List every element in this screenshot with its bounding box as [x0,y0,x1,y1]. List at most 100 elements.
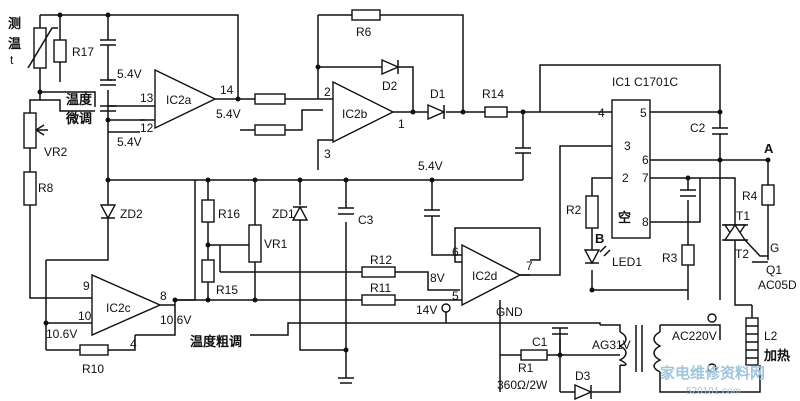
ic2b-label: IC2b [342,107,368,121]
heating-label: 加热 [763,348,790,364]
ic2b-pin2: 2 [324,85,331,99]
sensor-label-2: 温 [8,37,21,52]
c1-label: C1 [532,335,548,349]
fine-adjust-label-2: 微调 [65,111,92,127]
capacitor-ic2a-top [100,39,116,86]
r10-label: R10 [82,362,104,376]
ic2a-pin14: 14 [220,83,234,97]
diode-d1: D1 [427,87,446,121]
capacitor-5v4 [424,209,440,222]
ac05d-label: AC05D [758,278,797,292]
ic1-pin6: 6 [642,153,649,167]
resistor-r15: R15 [201,259,238,297]
potentiometer-vr1: VR1 [248,224,288,263]
c2-label: C2 [690,121,706,135]
resistor-r6: R6 [351,9,381,39]
ac220v-input: AC220V [672,313,717,373]
ic2c-pin8: 8 [160,289,167,303]
resistor-r16: R16 [201,199,240,223]
l2-label: L2 [764,329,778,343]
ic1-c1701c: IC1 C1701C 4 5 3 2 6 7 8 空 [598,75,678,239]
vr1-label: VR1 [264,237,288,251]
voltage-8v: 8V [430,271,445,285]
led1-label: LED1 [612,255,642,269]
r12-label: R12 [370,253,392,267]
t1-label: T1 [736,209,750,223]
ic2a-label: IC2a [166,93,192,107]
r15-label: R15 [216,283,238,297]
voltage-14v: 14V [416,303,437,317]
voltage-5v4-c: 5.4V [216,107,241,121]
sensor-label-3: t [10,53,14,67]
zd1-label: ZD1 [272,207,295,221]
resistor-r12: R12 [361,253,396,278]
ic1-pin4: 4 [598,106,605,120]
ic2c-pin10: 10 [78,309,92,323]
voltage-5v4-d: 5.4V [418,159,443,173]
fine-adjust-label-1: 温度 [66,92,93,108]
ic1-pin8: 8 [642,215,649,229]
resistor-r11: R11 [361,281,396,306]
gnd-label: GND [496,305,523,319]
opamp-ic2d: IC2d 6 5 7 GND [452,243,533,319]
d2-label: D2 [382,79,398,93]
voltage-5v4-a: 5.4V [117,67,142,81]
vr2-label: VR2 [44,145,68,159]
zener-zd1: ZD1 [272,205,309,221]
ic2d-label: IC2d [472,269,497,283]
resistor-r3: R3 [662,244,695,266]
diode-d2: D2 [381,58,400,93]
zener-zd2: ZD2 [99,204,143,226]
opamp-ic2a: IC2a 13 12 14 [140,68,234,135]
r2-label: R2 [566,203,582,217]
coarse-adjust-label: 温度粗调 [190,334,242,350]
r8-label: R8 [38,181,54,195]
transformer: AG31V [592,325,662,373]
terminal-14v: 14V [416,303,451,317]
opamp-ic2c: IC2c 9 10 8 4 [78,273,167,351]
capacitor-c3: C3 [338,207,374,227]
voltage-10v6-a: 10.6V [46,327,77,341]
ic2a-pin13: 13 [140,91,154,105]
ic1-pin3: 3 [624,139,631,153]
potentiometer-vr2: VR2 [23,112,68,159]
r6-label: R6 [356,25,372,39]
capacitor-ic2a-bottom [100,105,116,112]
ag31v-label: AG31V [592,338,631,352]
capacitor-c1: C1 [532,327,568,349]
resistor-to-ic2b-1 [254,93,286,105]
ic1-nc-label: 空 [618,210,631,226]
point-b-label: B [595,231,604,246]
d1-label: D1 [430,87,446,101]
opamp-ic2b: IC2b 2 3 1 [323,80,405,161]
watermark: 家电维修资料网 520101.com [660,364,765,397]
thermistor-sensor: 测 温 t [8,16,58,69]
diode-d3: D3 [574,369,593,401]
resistor-r8: R8 [23,171,54,206]
resistor-r2: R2 [566,195,599,229]
voltage-5v4-b: 5.4V [117,135,142,149]
c3-label: C3 [358,213,374,227]
ic1-pin2: 2 [622,171,629,185]
watermark-cn: 家电维修资料网 [660,364,765,382]
point-a-label: A [764,141,774,156]
r11-label: R11 [370,281,391,295]
g-label: G [770,241,779,255]
triac-q1: T1 T2 G Q1 AC05D [722,209,797,292]
capacitor-r3 [680,189,696,197]
sensor-label-1: 测 [8,16,21,32]
ic1-pin5: 5 [640,106,647,120]
r17-label: R17 [72,45,94,59]
resistor-r17: R17 [53,39,94,63]
r1-label: R1 [518,361,534,375]
voltage-10v6-b: 10.6V [160,313,191,327]
ic2b-pin3: 3 [324,147,331,161]
resistor-r1: R1 360Ω/2W [497,349,548,392]
ic2a-pin12: 12 [140,121,154,135]
t2-label: T2 [735,247,749,261]
q1-label: Q1 [766,263,782,277]
r4-label: R4 [742,189,758,203]
ic2d-pin7: 7 [526,259,533,273]
r16-label: R16 [218,207,240,221]
zd2-label: ZD2 [120,207,143,221]
